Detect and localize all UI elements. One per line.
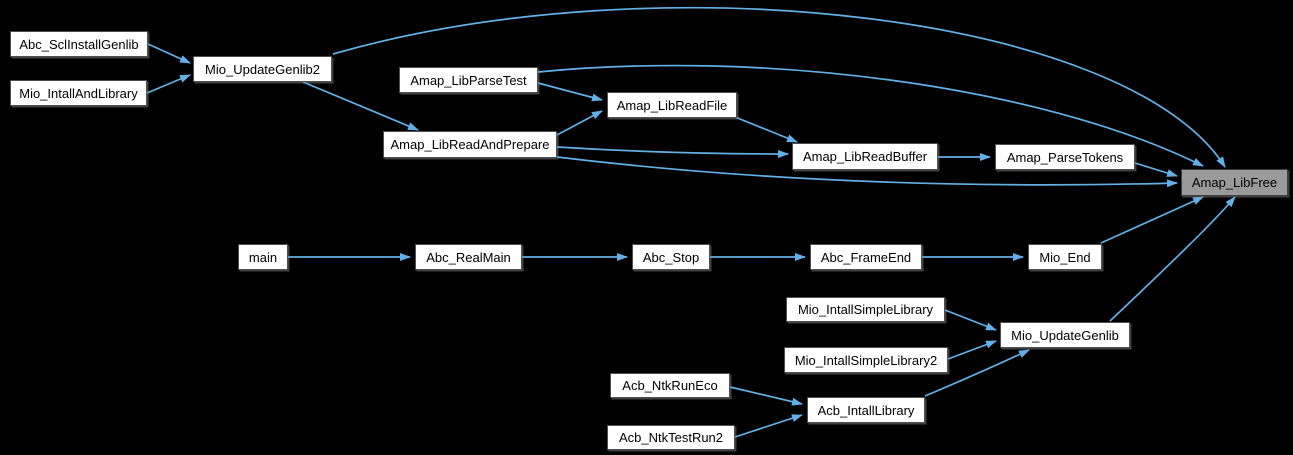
edge-amap-libreadandprepare-to-amap-libfree bbox=[556, 156, 1178, 188]
node-label: Mio_UpdateGenlib bbox=[1011, 327, 1119, 343]
node-amap-parsetokens[interactable]: Amap_ParseTokens bbox=[995, 144, 1135, 170]
edge-mio-updategenlib2-to-amap-libfree bbox=[332, 6, 1226, 168]
node-label: main bbox=[248, 249, 278, 265]
edge-mio-intallandlibrary-to-mio-updategenlib2 bbox=[146, 74, 191, 94]
node-label: Acb_NtkTestRun2 bbox=[618, 430, 724, 445]
node-acb-intalllibrary[interactable]: Acb_IntallLibrary bbox=[807, 397, 925, 423]
node-main[interactable]: main bbox=[238, 244, 288, 270]
edge-acb-ntkruneco-to-acb-intalllibrary bbox=[729, 386, 803, 406]
node-amap-libreadandprepare[interactable]: Amap_LibReadAndPrepare bbox=[383, 131, 557, 158]
edge-amap-libreadfile-to-amap-libreadbuffer bbox=[734, 116, 798, 143]
node-abc-realmain[interactable]: Abc_RealMain bbox=[415, 244, 522, 270]
node-label: Mio_IntallSimpleLibrary bbox=[797, 302, 934, 317]
node-label: Abc_Stop bbox=[642, 249, 700, 265]
edge-mio-updategenlib2-to-amap-libreadandprepare bbox=[302, 81, 419, 131]
node-label: Acb_IntallLibrary bbox=[817, 402, 915, 418]
node-label: Mio_IntallSimpleLibrary2 bbox=[794, 352, 938, 368]
node-label: Amap_LibReadBuffer bbox=[802, 149, 928, 164]
node-abc-frameend[interactable]: Abc_FrameEnd bbox=[810, 244, 922, 270]
edge-amap-libparsetest-to-amap-libfree bbox=[537, 64, 1204, 167]
node-amap-libparsetest[interactable]: Amap_LibParseTest bbox=[399, 67, 538, 93]
edge-amap-libreadandprepare-to-amap-libreadbuffer bbox=[556, 146, 789, 158]
edge-acb-ntktestrun2-to-acb-intalllibrary bbox=[734, 414, 803, 438]
node-label: Acb_NtkRunEco bbox=[622, 378, 718, 393]
edge-mio-end-to-amap-libfree bbox=[1100, 196, 1204, 244]
node-mio-updategenlib2[interactable]: Mio_UpdateGenlib2 bbox=[193, 56, 332, 82]
node-mio-intallsimplelibrary2[interactable]: Mio_IntallSimpleLibrary2 bbox=[784, 347, 948, 373]
edge-acb-intalllibrary-to-mio-updategenlib bbox=[924, 349, 1030, 397]
node-mio-end[interactable]: Mio_End bbox=[1028, 244, 1102, 270]
edge-mio-updategenlib-to-amap-libfree bbox=[1109, 196, 1236, 322]
node-label: Amap_LibReadFile bbox=[616, 97, 728, 113]
node-label: Abc_SclInstallGenlib bbox=[19, 36, 139, 52]
node-label: Amap_LibParseTest bbox=[410, 72, 527, 88]
node-amap-libfree: Amap_LibFree bbox=[1181, 169, 1288, 196]
node-acb-ntktestrun2[interactable]: Acb_NtkTestRun2 bbox=[607, 425, 735, 450]
edge-mio-intallsimplelibrary-to-mio-updategenlib bbox=[944, 309, 997, 331]
edge-amap-libreadandprepare-to-amap-libreadfile bbox=[556, 110, 603, 136]
node-amap-libreadbuffer[interactable]: Amap_LibReadBuffer bbox=[792, 143, 938, 170]
edge-layer bbox=[146, 6, 1236, 438]
node-mio-intallandlibrary[interactable]: Mio_IntallAndLibrary bbox=[10, 80, 147, 106]
edge-mio-intallsimplelibrary2-to-mio-updategenlib bbox=[947, 340, 997, 360]
node-amap-libreadfile[interactable]: Amap_LibReadFile bbox=[607, 92, 737, 118]
node-label: Mio_IntallAndLibrary bbox=[19, 85, 138, 101]
node-label: Abc_FrameEnd bbox=[820, 249, 912, 265]
node-label: Mio_UpdateGenlib2 bbox=[205, 61, 320, 77]
node-label: Mio_End bbox=[1039, 249, 1091, 265]
node-label: Amap_ParseTokens bbox=[1006, 149, 1124, 165]
edge-amap-libparsetest-to-amap-libreadfile bbox=[537, 82, 603, 102]
edge-amap-parsetokens-to-amap-libfree bbox=[1134, 162, 1178, 177]
node-mio-intallsimplelibrary[interactable]: Mio_IntallSimpleLibrary bbox=[786, 297, 945, 322]
node-label: Abc_RealMain bbox=[426, 249, 511, 265]
node-acb-ntkruneco[interactable]: Acb_NtkRunEco bbox=[610, 373, 730, 398]
node-label: Amap_LibReadAndPrepare bbox=[390, 137, 550, 152]
node-abc-stop[interactable]: Abc_Stop bbox=[632, 244, 710, 270]
node-abc-sclinstallgenlib[interactable]: Abc_SclInstallGenlib bbox=[10, 31, 148, 57]
node-mio-updategenlib[interactable]: Mio_UpdateGenlib bbox=[1000, 322, 1130, 348]
node-label: Amap_LibFree bbox=[1191, 175, 1278, 190]
edge-abc-sclinstallgenlib-to-mio-updategenlib2 bbox=[147, 43, 191, 64]
